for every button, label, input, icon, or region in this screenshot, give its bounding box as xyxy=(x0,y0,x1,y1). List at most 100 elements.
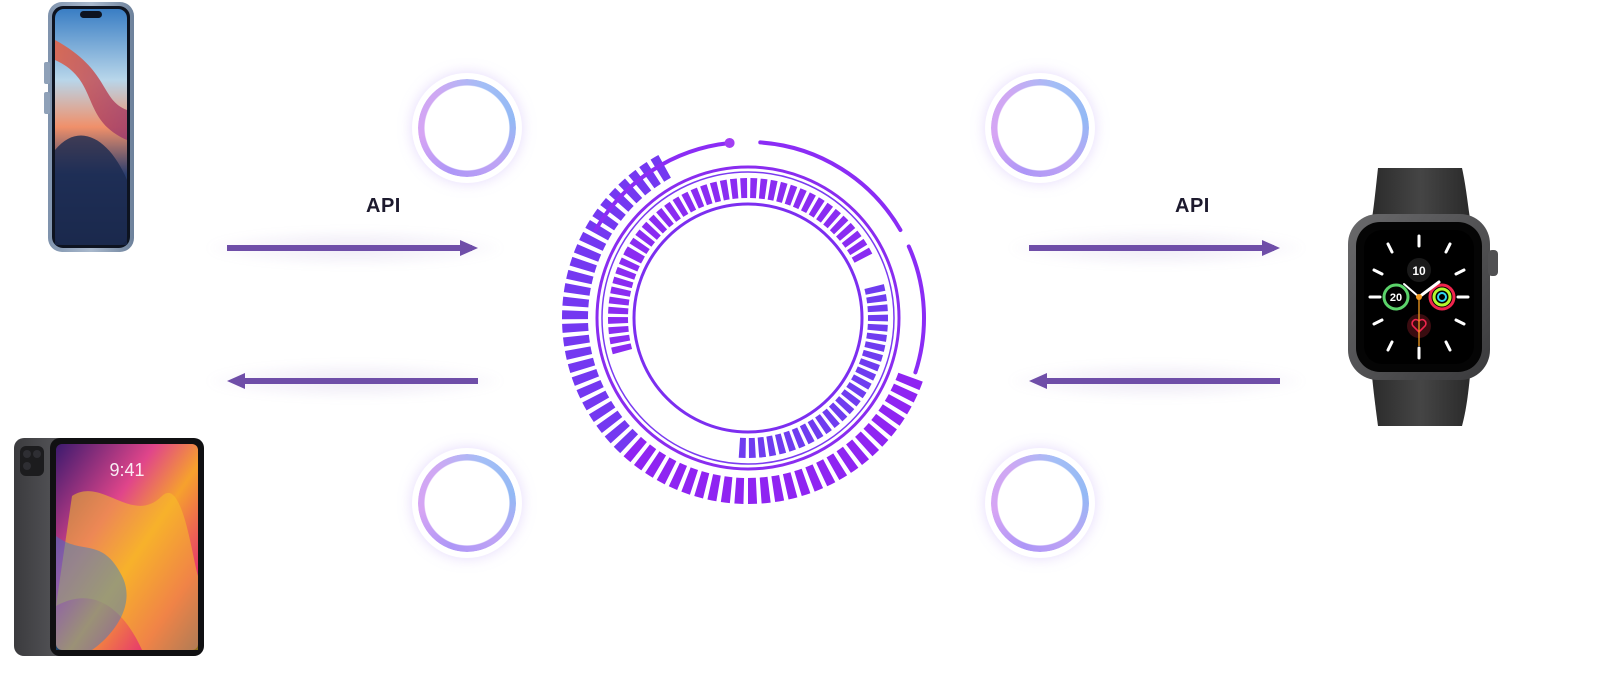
hub-segment xyxy=(628,169,652,196)
hub-segment xyxy=(792,188,807,210)
hub-segment xyxy=(690,187,705,209)
watch-date: 10 xyxy=(1412,264,1426,278)
hub-segment xyxy=(729,178,739,199)
hub-segment xyxy=(808,197,825,218)
iphone-device xyxy=(40,0,136,256)
hub-segment xyxy=(758,178,768,200)
hub-segment xyxy=(608,325,629,335)
hub-segment xyxy=(618,257,640,272)
hub-segment xyxy=(672,196,689,217)
hub-segment xyxy=(866,332,887,342)
hub-segment xyxy=(846,439,870,465)
hub-segment xyxy=(750,178,758,199)
arrow-hub-to-ipad xyxy=(210,351,500,411)
hub-segment xyxy=(866,294,887,304)
hub-segment xyxy=(615,266,637,280)
hub-segment xyxy=(895,372,923,391)
hub-segment xyxy=(648,214,668,234)
ipad-image: 9:41 xyxy=(14,438,204,656)
hub-segment xyxy=(738,437,746,458)
hub-segment xyxy=(709,181,722,203)
hub-segment xyxy=(608,296,630,306)
hub-segment xyxy=(807,419,824,440)
hub-segment xyxy=(864,341,886,352)
hub-segment xyxy=(610,286,632,297)
hub-segment xyxy=(618,178,643,204)
central-hub-ring xyxy=(562,137,926,504)
hub-segment xyxy=(884,394,912,415)
hub-segment xyxy=(846,381,867,399)
iphone-image xyxy=(44,2,134,252)
hub-segment xyxy=(623,436,647,463)
hub-segment xyxy=(836,446,859,473)
hub-segment xyxy=(748,477,758,504)
hub-segment xyxy=(828,402,848,422)
hub-segment xyxy=(822,408,840,429)
hub-segment xyxy=(567,357,596,374)
hub-segment xyxy=(851,247,873,263)
hub-segment xyxy=(851,374,872,390)
hub-middle-ring xyxy=(595,165,901,471)
hub-segment xyxy=(766,435,777,457)
hub-segment xyxy=(694,471,710,499)
hub-segment xyxy=(847,238,868,256)
hub-segment xyxy=(784,184,798,206)
hub-segment xyxy=(815,414,832,435)
hub-segment xyxy=(890,383,918,403)
hub-segment xyxy=(740,178,748,199)
arrow-iphone-to-hub xyxy=(210,218,500,278)
hub-segment xyxy=(759,476,771,504)
hub-segment xyxy=(571,369,600,386)
hub-segment xyxy=(871,413,897,437)
hub-segment xyxy=(656,207,674,228)
watch-complication-left: 20 xyxy=(1390,292,1402,304)
hub-segment xyxy=(840,389,861,407)
hub-segment xyxy=(805,464,824,492)
hub-segment xyxy=(608,187,634,212)
ring-top-left xyxy=(418,79,516,177)
hub-segment xyxy=(835,396,855,415)
hub-segment xyxy=(563,334,590,347)
hub-segment xyxy=(623,248,644,264)
hub-segment xyxy=(774,433,787,455)
hub-segment xyxy=(582,390,610,411)
hub-segment xyxy=(878,404,905,426)
hub-segment xyxy=(596,410,623,434)
hub-segment xyxy=(855,431,880,457)
hub-segment xyxy=(776,181,788,203)
hub-segment xyxy=(823,208,841,229)
api-label-left: API xyxy=(366,195,401,217)
hub-segment xyxy=(861,349,883,362)
hub-segment xyxy=(867,323,888,332)
hub-segment xyxy=(592,208,619,231)
hub-segment xyxy=(800,192,816,214)
hub-segment xyxy=(681,191,697,213)
hub-segment xyxy=(858,358,880,372)
hub-segment xyxy=(863,422,889,447)
hub-segment xyxy=(794,468,811,497)
hub-segment xyxy=(757,437,767,458)
hub-segment xyxy=(867,314,888,322)
hub-segment xyxy=(629,237,650,255)
hub-segment xyxy=(600,197,626,221)
hub-outer-arc-side xyxy=(906,244,926,375)
hub-segment xyxy=(612,276,634,289)
hub-segment xyxy=(611,343,633,355)
ring-bottom-right xyxy=(991,454,1089,552)
hub-segment xyxy=(791,427,806,449)
api-label-right: API xyxy=(1175,195,1210,217)
hub-segment xyxy=(771,474,785,503)
hub-segment xyxy=(656,457,677,485)
ring-bottom-left xyxy=(418,454,516,552)
hub-segment xyxy=(799,423,815,445)
hub-segment xyxy=(573,244,602,262)
ring-top-right xyxy=(991,79,1089,177)
ipad-clock: 9:41 xyxy=(109,460,144,480)
hub-middle-ring-thin xyxy=(601,171,895,465)
hub-segment-group xyxy=(562,155,923,504)
hub-segment xyxy=(864,284,886,295)
hub-segment xyxy=(639,162,661,189)
hub-segment xyxy=(566,269,594,285)
hub-segment xyxy=(608,306,629,315)
hub-segment xyxy=(836,222,856,241)
